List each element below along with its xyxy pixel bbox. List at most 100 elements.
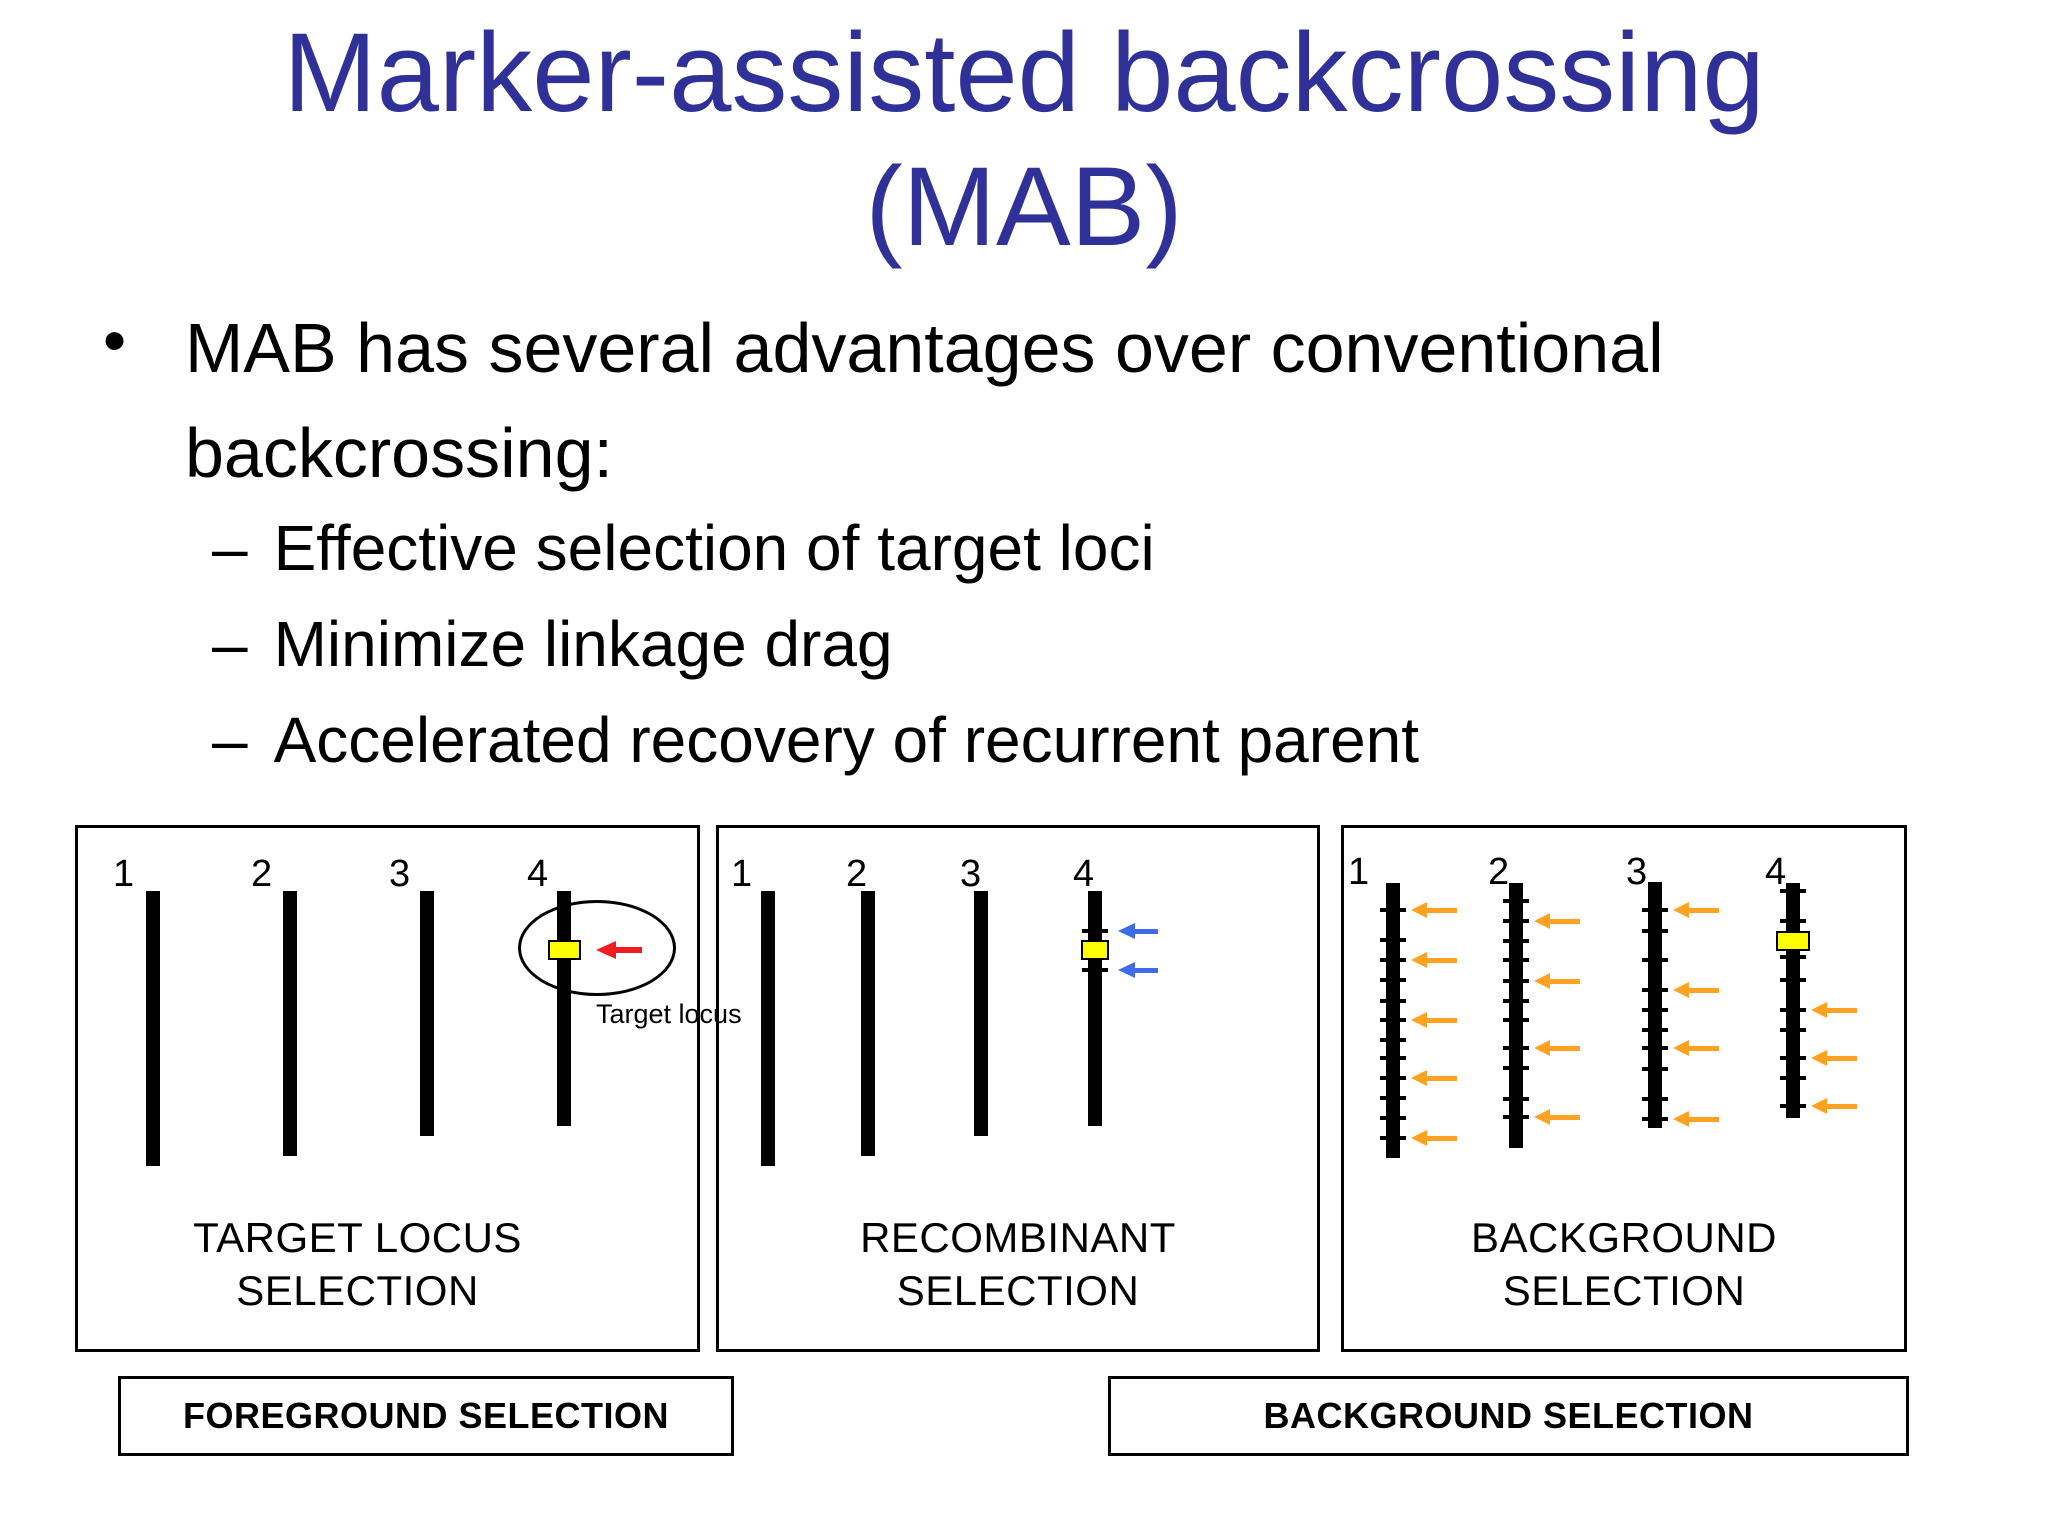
tick-mark	[1780, 1076, 1806, 1080]
title-line-2: (MAB)	[865, 144, 1183, 270]
caption-line: SELECTION	[1502, 1267, 1746, 1314]
chromosome-number-label: 4	[1765, 851, 1787, 893]
tick-mark	[1642, 1117, 1668, 1121]
chromosome-bar	[861, 891, 875, 1156]
panel-caption: RECOMBINANT SELECTION	[719, 1211, 1317, 1317]
foreground-selection-box: FOREGROUND SELECTION	[118, 1376, 734, 1456]
chromosome-number-label: 3	[389, 853, 411, 895]
tick-mark	[1503, 958, 1529, 962]
tick-mark	[1082, 968, 1108, 972]
arrow-shaft	[1425, 1135, 1457, 1141]
orange-arrow-icon	[1411, 1130, 1457, 1146]
caption-line: RECOMBINANT	[860, 1214, 1176, 1261]
footer-box-label: BACKGROUND SELECTION	[1263, 1395, 1754, 1436]
tick-mark	[1780, 889, 1806, 893]
orange-arrow-icon	[1673, 1040, 1719, 1056]
orange-arrow-icon	[1411, 902, 1457, 918]
tick-mark	[1780, 955, 1806, 959]
sub-bullet-item: – Effective selection of target loci	[212, 502, 1155, 595]
arrow-head	[1673, 982, 1689, 998]
arrow-head	[1673, 1040, 1689, 1056]
tick-mark	[1642, 988, 1668, 992]
tick-mark	[1503, 1115, 1529, 1119]
arrow-shaft	[614, 947, 642, 953]
arrow-head	[1411, 1012, 1427, 1028]
chromosome-bar	[283, 891, 297, 1156]
tick-mark	[1642, 1046, 1668, 1050]
title-line-1: Marker-assisted backcrossing	[283, 10, 1765, 135]
arrow-head	[1411, 1130, 1427, 1146]
arrow-shaft	[1825, 1055, 1857, 1061]
arrow-shaft	[1687, 1045, 1719, 1051]
chromosome-number-label: 3	[1626, 851, 1648, 893]
dash-marker: –	[212, 704, 248, 776]
arrow-head	[1534, 973, 1550, 989]
arrow-head	[1411, 1070, 1427, 1086]
tick-mark	[1503, 919, 1529, 923]
chromosome-number-label: 1	[731, 853, 753, 895]
sub-bullet-item: – Minimize linkage drag	[212, 598, 893, 691]
tick-mark	[1380, 1038, 1406, 1042]
arrow-head	[596, 941, 616, 959]
chromosome-bar	[761, 891, 775, 1166]
orange-arrow-icon	[1811, 1050, 1857, 1066]
arrow-head	[1118, 961, 1135, 978]
tick-mark	[1642, 1008, 1668, 1012]
orange-arrow-icon	[1673, 982, 1719, 998]
arrow-shaft	[1825, 1103, 1857, 1109]
arrow-shaft	[1548, 1114, 1580, 1120]
tick-mark	[1503, 899, 1529, 903]
tick-mark	[1780, 1056, 1806, 1060]
sub-bullet-label: Accelerated recovery of recurrent parent	[273, 704, 1420, 776]
target-locus-ellipse	[518, 900, 676, 996]
arrow-shaft	[1133, 967, 1158, 973]
orange-arrow-icon	[1534, 1040, 1580, 1056]
tick-mark	[1780, 978, 1806, 982]
tick-mark	[1503, 999, 1529, 1003]
arrow-shaft	[1425, 1017, 1457, 1023]
background-selection-box: BACKGROUND SELECTION	[1108, 1376, 1909, 1456]
arrow-shaft	[1548, 1045, 1580, 1051]
arrow-shaft	[1548, 978, 1580, 984]
chromosome-bar	[974, 891, 988, 1136]
caption-line: SELECTION	[896, 1267, 1140, 1314]
orange-arrow-icon	[1811, 1098, 1857, 1114]
orange-arrow-icon	[1673, 1111, 1719, 1127]
tick-mark	[1780, 1028, 1806, 1032]
arrow-head	[1673, 902, 1689, 918]
chromosome-number-label: 3	[960, 853, 982, 895]
chromosome-number-label: 2	[251, 853, 273, 895]
sub-bullet-label: Effective selection of target loci	[273, 512, 1155, 584]
orange-arrow-icon	[1534, 913, 1580, 929]
arrow-shaft	[1548, 918, 1580, 924]
arrow-shaft	[1425, 907, 1457, 913]
tick-mark	[1642, 908, 1668, 912]
tick-mark	[1380, 1136, 1406, 1140]
panel-caption: TARGET LOCUS SELECTION	[48, 1211, 667, 1317]
caption-line: TARGET LOCUS	[193, 1214, 522, 1261]
sub-bullet-item: – Accelerated recovery of recurrent pare…	[212, 694, 1419, 787]
arrow-head	[1811, 1098, 1827, 1114]
chromosome-number-label: 2	[846, 853, 868, 895]
chromosome-number-label: 1	[1348, 851, 1370, 893]
tick-mark	[1380, 978, 1406, 982]
arrow-shaft	[1687, 907, 1719, 913]
tick-mark	[1642, 958, 1668, 962]
chromosome-bar	[1509, 883, 1523, 1148]
chromosome-bar	[1088, 891, 1102, 1126]
tick-mark	[1503, 939, 1529, 943]
red-arrow-icon	[596, 941, 642, 959]
arrow-head	[1534, 1040, 1550, 1056]
tick-mark	[1503, 1097, 1529, 1101]
tick-mark	[1780, 1008, 1806, 1012]
bullet-text: MAB has several advantages over conventi…	[185, 309, 1664, 492]
tick-mark	[1642, 929, 1668, 933]
chromosome-bar	[146, 891, 160, 1166]
bullet-marker: •	[103, 303, 127, 377]
chromosome-number-label: 1	[113, 853, 135, 895]
tick-mark	[1780, 919, 1806, 923]
arrow-head	[1118, 922, 1135, 939]
tick-mark	[1380, 1116, 1406, 1120]
arrow-head	[1811, 1002, 1827, 1018]
orange-arrow-icon	[1411, 1070, 1457, 1086]
